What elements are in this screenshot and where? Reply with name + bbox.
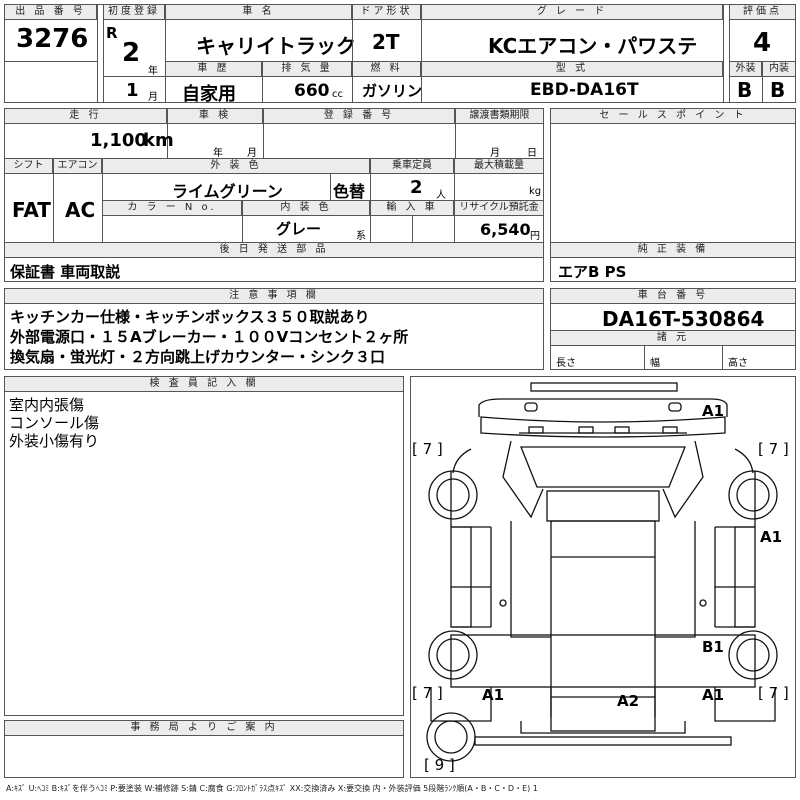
notes-line-3: 換気扇・蛍光灯・２方向跳上げカウンター・シンク３口 xyxy=(10,348,386,366)
regno-header: 登 録 番 号 xyxy=(263,108,455,124)
reg-year-unit: 年 xyxy=(148,66,158,77)
reg-year: 2 xyxy=(122,38,141,68)
fuel-header: 燃 料 xyxy=(352,61,421,77)
int-color: グレー xyxy=(276,220,322,238)
door-header: ドア形状 xyxy=(352,4,421,20)
recycle-fee: 6,540 xyxy=(480,220,531,239)
color-change: 色替 xyxy=(333,182,366,201)
car-diagram xyxy=(410,376,796,778)
import-header: 輸 入 車 xyxy=(370,200,454,216)
displacement: 660 xyxy=(294,81,330,101)
max-load-header: 最大積載量 xyxy=(454,158,544,174)
notes-line-2: 外部電源口・１５Aブレーカー・１００Vコンセント２ヶ所 xyxy=(10,328,409,346)
length-label: 長さ xyxy=(556,358,576,369)
displacement-header: 排 気 量 xyxy=(262,61,352,77)
int-color-header: 内 装 色 xyxy=(242,200,370,216)
height-label: 高さ xyxy=(728,358,748,369)
era: R xyxy=(106,24,118,42)
ac: AC xyxy=(65,198,96,222)
dims-header: 諸 元 xyxy=(550,330,796,346)
recycle-unit: 円 xyxy=(530,231,540,242)
grade: KCエアコン・パワステ xyxy=(488,34,698,58)
first-reg-header: 初度登録 xyxy=(103,4,165,20)
transfer-month-unit: 月 xyxy=(490,148,500,159)
model-header: 型 式 xyxy=(421,61,723,77)
capacity-header: 乗車定員 xyxy=(370,158,454,174)
grade-header: グ レ ー ド xyxy=(421,4,723,20)
inspector-line-3: 外装小傷有り xyxy=(9,432,100,450)
shift: FAT xyxy=(12,198,51,222)
notes-line-1: キッチンカー仕様・キッチンボックス３５０取説あり xyxy=(10,308,370,326)
inspector-header: 検 査 員 記 入 欄 xyxy=(4,376,404,392)
shift-header: シフト xyxy=(4,158,53,174)
reg-month-unit: 月 xyxy=(148,92,158,103)
lot-no: 3276 xyxy=(16,24,89,54)
model: EBD-DA16T xyxy=(530,80,639,100)
equipment: エアB PS xyxy=(558,263,627,281)
car-name: キャリイトラック xyxy=(196,34,356,58)
capacity-unit: 人 xyxy=(436,190,446,201)
exterior-grade: B xyxy=(737,78,753,102)
exterior-header: 外装 xyxy=(729,61,762,77)
mileage-header: 走 行 xyxy=(4,108,167,124)
later-parts-header: 後 日 発 送 部 品 xyxy=(4,242,544,258)
capacity: 2 xyxy=(410,177,423,198)
fuel: ガソリン xyxy=(362,82,423,100)
int-color-unit: 系 xyxy=(356,231,366,242)
history: 自家用 xyxy=(182,84,236,105)
interior-header: 内装 xyxy=(762,61,796,77)
mileage-unit: km xyxy=(143,130,174,151)
vehicle-outline-diagram xyxy=(426,382,778,762)
office-header: 事 務 局 よ り ご 案 内 xyxy=(4,720,404,736)
tire-depth-spare: [ 9 ] xyxy=(424,756,455,774)
damage-mark-a1-top: A1 xyxy=(702,402,725,420)
transfer-day-unit: 日 xyxy=(527,148,537,159)
equipment-header: 純 正 装 備 xyxy=(550,242,796,258)
color-no-header: カ ラ ー N o. xyxy=(102,200,242,216)
ext-color: ライムグリーン xyxy=(172,182,283,201)
car-name-header: 車 名 xyxy=(165,4,352,20)
notes-header: 注 意 事 項 欄 xyxy=(4,288,544,304)
tire-depth-rear-right: [ 7 ] xyxy=(758,684,789,702)
inspector-line-1: 室内内張傷 xyxy=(9,396,85,414)
tire-depth-front-left: [ 7 ] xyxy=(412,440,443,458)
lot-no-header: 出 品 番 号 xyxy=(4,4,97,20)
history-header: 車 歴 xyxy=(165,61,262,77)
damage-mark-a1-bottom-left: A1 xyxy=(482,686,505,704)
ext-color-header: 外 装 色 xyxy=(102,158,370,174)
inspection-month-unit: 月 xyxy=(247,148,257,159)
damage-mark-a2-bottom: A2 xyxy=(617,692,640,710)
recycle-header: リサイクル預託金 xyxy=(454,200,544,216)
width-label: 幅 xyxy=(650,358,660,369)
ac-header: エアコン xyxy=(53,158,102,174)
later-parts: 保証書 車両取説 xyxy=(10,263,121,281)
reg-month: 1 xyxy=(126,80,139,101)
damage-mark-a1-right: A1 xyxy=(760,528,783,546)
inspector-line-2: コンソール傷 xyxy=(9,414,100,432)
score-header: 評価点 xyxy=(729,4,796,20)
inspection-year-unit: 年 xyxy=(213,148,223,159)
mileage: 1,100 xyxy=(90,130,147,151)
chassis-number: DA16T-530864 xyxy=(602,307,765,331)
tire-depth-rear-left: [ 7 ] xyxy=(412,684,443,702)
sales-point-header: セ ー ル ス ポ イ ン ト xyxy=(550,108,796,124)
door-type: 2T xyxy=(372,30,400,54)
interior-grade: B xyxy=(770,78,786,102)
chassis-header: 車 台 番 号 xyxy=(550,288,796,304)
displacement-unit: cc xyxy=(332,89,343,100)
score: 4 xyxy=(753,28,772,58)
transfer-header: 譲渡書類期限 xyxy=(455,108,544,124)
damage-mark-b1-right: B1 xyxy=(702,638,724,656)
damage-mark-a1-bottom-right: A1 xyxy=(702,686,725,704)
tire-depth-front-right: [ 7 ] xyxy=(758,440,789,458)
inspection-header: 車 検 xyxy=(167,108,263,124)
max-load-unit: kg xyxy=(529,186,542,197)
legend-footer: A:ｷｽﾞ U:ﾍｺﾐ B:ｷｽﾞを伴うﾍｺﾐ P:要塗装 W:補修跡 S:錆 … xyxy=(6,784,538,793)
